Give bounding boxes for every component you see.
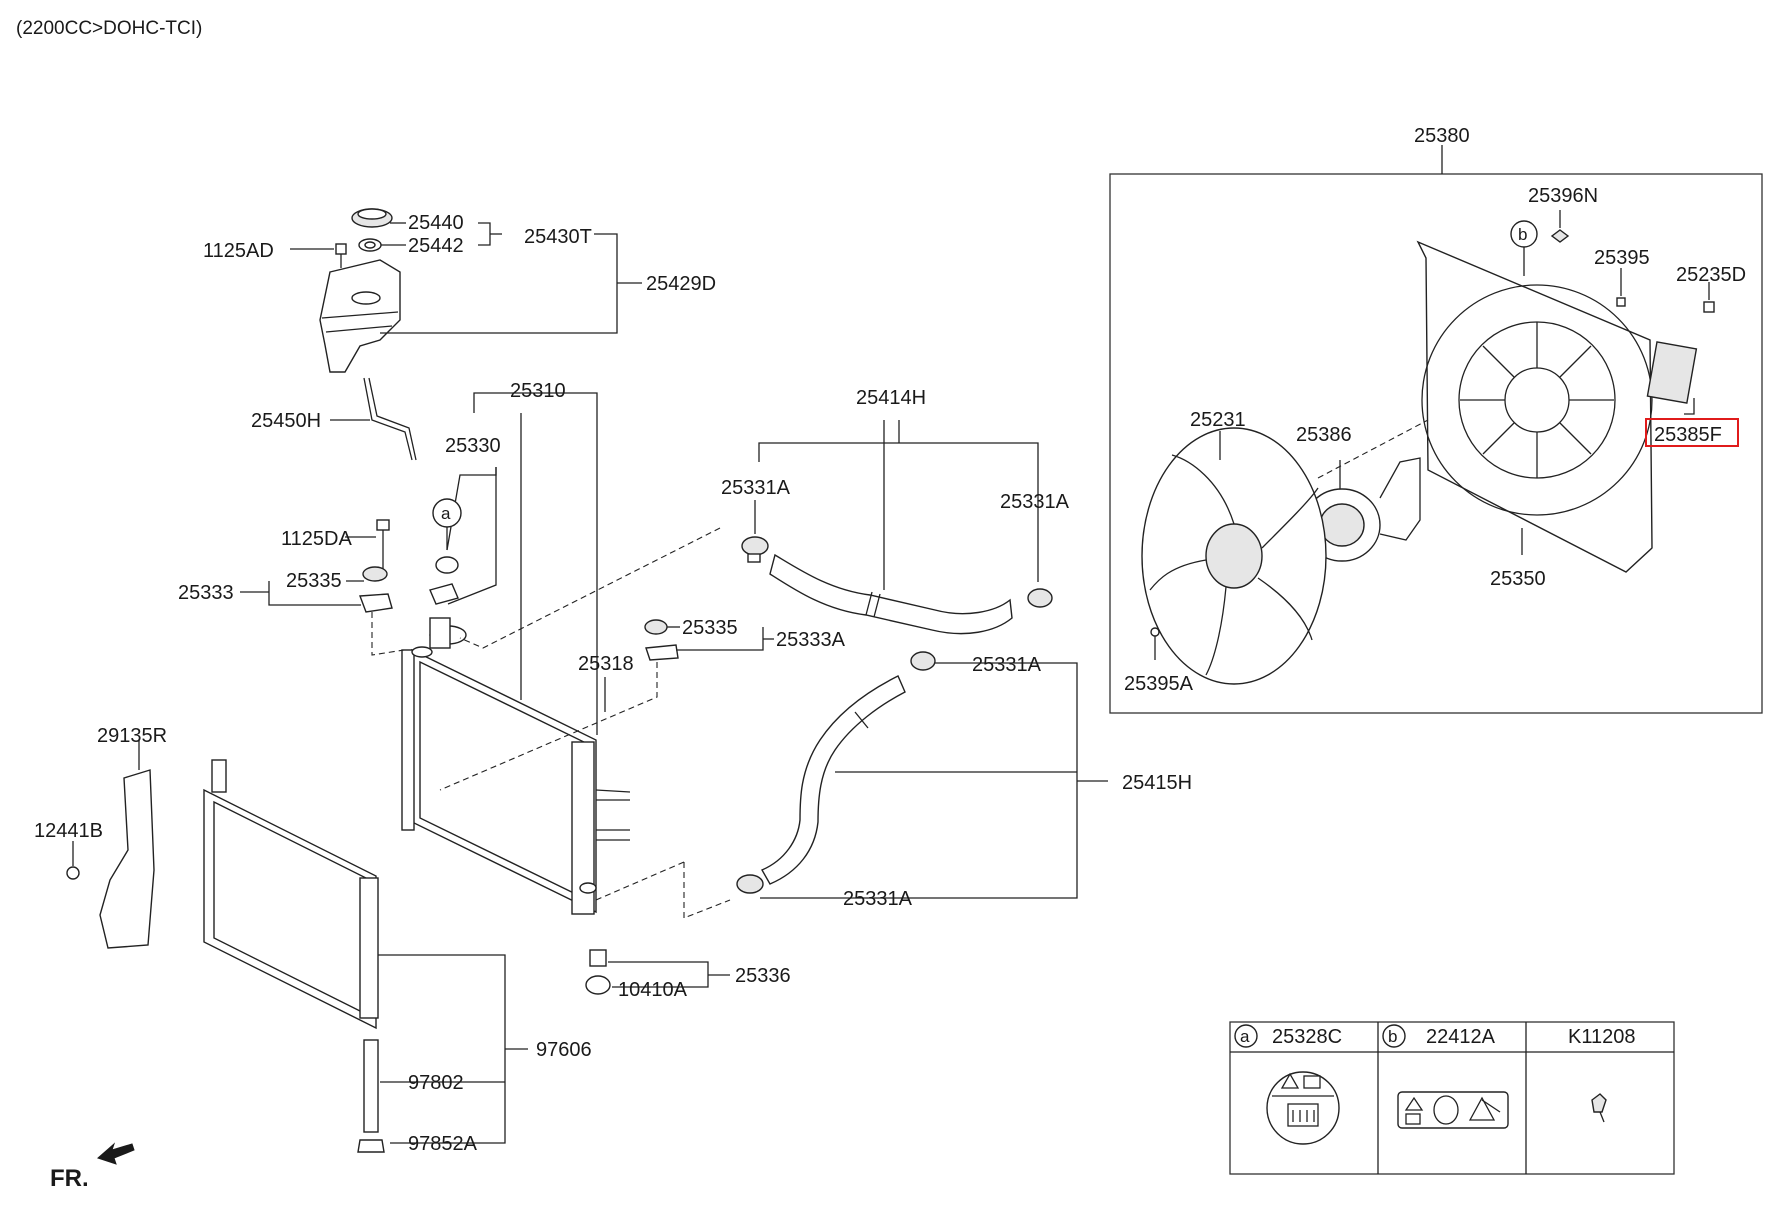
hose-clamp-lower-bottom[interactable]: [736, 874, 764, 894]
label-1125DA[interactable]: 1125DA: [281, 528, 352, 550]
mount-bracket-mid[interactable]: [645, 644, 679, 661]
legend-a-circle: [1234, 1024, 1258, 1048]
legend-b-circle: [1382, 1024, 1406, 1048]
engine-note: (2200CC>DOHC-TCI): [16, 18, 202, 39]
label-25430T[interactable]: 25430T: [524, 226, 592, 248]
label-25331A-lower-top[interactable]: 25331A: [972, 654, 1042, 676]
bracket-bolt-1125DA[interactable]: [376, 519, 390, 572]
reservoir-cap[interactable]: [351, 208, 393, 228]
label-25235D[interactable]: 25235D: [1676, 264, 1746, 286]
radiator[interactable]: [401, 617, 631, 915]
screw-25235D[interactable]: [1703, 301, 1715, 313]
clip-K11208[interactable]: [1591, 1093, 1607, 1123]
coolant-reservoir[interactable]: [319, 259, 401, 373]
label-25335-mid[interactable]: 25335: [682, 617, 738, 639]
highlight-25385F: [1645, 418, 1739, 447]
label-25336[interactable]: 25336: [735, 965, 791, 987]
label-25396N[interactable]: 25396N: [1528, 185, 1598, 207]
front-label: FR.: [50, 1165, 89, 1192]
lower-radiator-hose[interactable]: [761, 675, 906, 885]
label-25331A-upper-right[interactable]: 25331A: [1000, 491, 1070, 513]
cooling-fan[interactable]: [1141, 427, 1327, 685]
label-25333[interactable]: 25333: [178, 582, 234, 604]
radiator-cap-label[interactable]: [435, 556, 459, 574]
legend-b-mark: b: [1388, 1027, 1397, 1046]
label-10410A[interactable]: 10410A: [618, 979, 688, 1001]
label-12441B[interactable]: 12441B: [34, 820, 103, 842]
label-97852A[interactable]: 97852A: [408, 1133, 478, 1155]
fan-shroud[interactable]: [1416, 240, 1653, 573]
label-25395[interactable]: 25395: [1594, 247, 1650, 269]
radiator-cap[interactable]: [429, 583, 459, 605]
label-1125AD[interactable]: 1125AD: [203, 240, 274, 262]
label-25231[interactable]: 25231: [1190, 409, 1246, 431]
condenser[interactable]: [203, 759, 379, 1030]
front-direction-arrow: [97, 1142, 135, 1165]
label-25415H[interactable]: 25415H: [1122, 772, 1192, 794]
bolt-12441B[interactable]: [66, 866, 80, 880]
receiver-drier[interactable]: [363, 1039, 379, 1133]
receiver-cap[interactable]: [357, 1139, 385, 1153]
cap-gasket[interactable]: [358, 238, 382, 252]
label-25331A-upper-left[interactable]: 25331A: [721, 477, 791, 499]
label-25330[interactable]: 25330: [445, 435, 501, 457]
label-25395A[interactable]: 25395A: [1124, 673, 1194, 695]
legend-a-mark: a: [1240, 1027, 1250, 1046]
label-25386[interactable]: 25386: [1296, 424, 1352, 446]
label-25440[interactable]: 25440: [408, 212, 464, 234]
fan-assembly-box: [1109, 173, 1763, 714]
caution-label-round[interactable]: [1266, 1071, 1340, 1145]
label-25350[interactable]: 25350: [1490, 568, 1546, 590]
mount-insulator-left[interactable]: [362, 566, 388, 582]
air-guard-29135R[interactable]: [99, 769, 155, 949]
upper-radiator-hose[interactable]: [769, 553, 1013, 635]
legend-c-part[interactable]: K11208: [1568, 1026, 1635, 1048]
reservoir-hose[interactable]: [363, 377, 417, 461]
hose-clamp-upper-right[interactable]: [1027, 588, 1053, 608]
label-25450H[interactable]: 25450H: [251, 410, 321, 432]
legend-a-part[interactable]: 25328C: [1272, 1026, 1342, 1048]
callout-a-mark: a: [441, 504, 451, 523]
caution-label-fan[interactable]: [1397, 1091, 1509, 1129]
label-25318[interactable]: 25318: [578, 653, 634, 675]
legend-table: a 25328C b 22412A K11208: [1229, 1021, 1675, 1175]
label-25414H[interactable]: 25414H: [856, 387, 926, 409]
label-25442[interactable]: 25442: [408, 235, 464, 257]
label-25310[interactable]: 25310: [510, 380, 566, 402]
label-97606[interactable]: 97606: [536, 1039, 592, 1061]
label-25331A-lower-bottom[interactable]: 25331A: [843, 888, 913, 910]
label-25335-left[interactable]: 25335: [286, 570, 342, 592]
reservoir-bolt[interactable]: [335, 243, 347, 268]
mount-insulator-mid[interactable]: [644, 619, 668, 635]
label-25429D[interactable]: 25429D: [646, 273, 716, 295]
mount-bracket-left[interactable]: [359, 593, 393, 613]
fan-resistor[interactable]: [1646, 341, 1698, 404]
label-29135R[interactable]: 29135R: [97, 725, 167, 747]
label-97802[interactable]: 97802: [408, 1072, 464, 1094]
label-25333A[interactable]: 25333A: [776, 629, 846, 651]
callout-b-mark: b: [1518, 225, 1527, 244]
hose-clamp-upper-left[interactable]: [741, 536, 769, 563]
clip-25396N[interactable]: [1550, 229, 1570, 243]
drain-plug-o-ring[interactable]: [585, 975, 611, 995]
label-25385F[interactable]: 25385F: [1654, 424, 1722, 446]
screw-25395[interactable]: [1616, 297, 1626, 307]
hose-clamp-lower-top[interactable]: [910, 651, 936, 671]
drain-plug[interactable]: [589, 949, 607, 967]
legend-b-part[interactable]: 22412A: [1426, 1026, 1496, 1048]
clip-25395A[interactable]: [1150, 627, 1160, 637]
label-25380[interactable]: 25380: [1414, 125, 1470, 147]
